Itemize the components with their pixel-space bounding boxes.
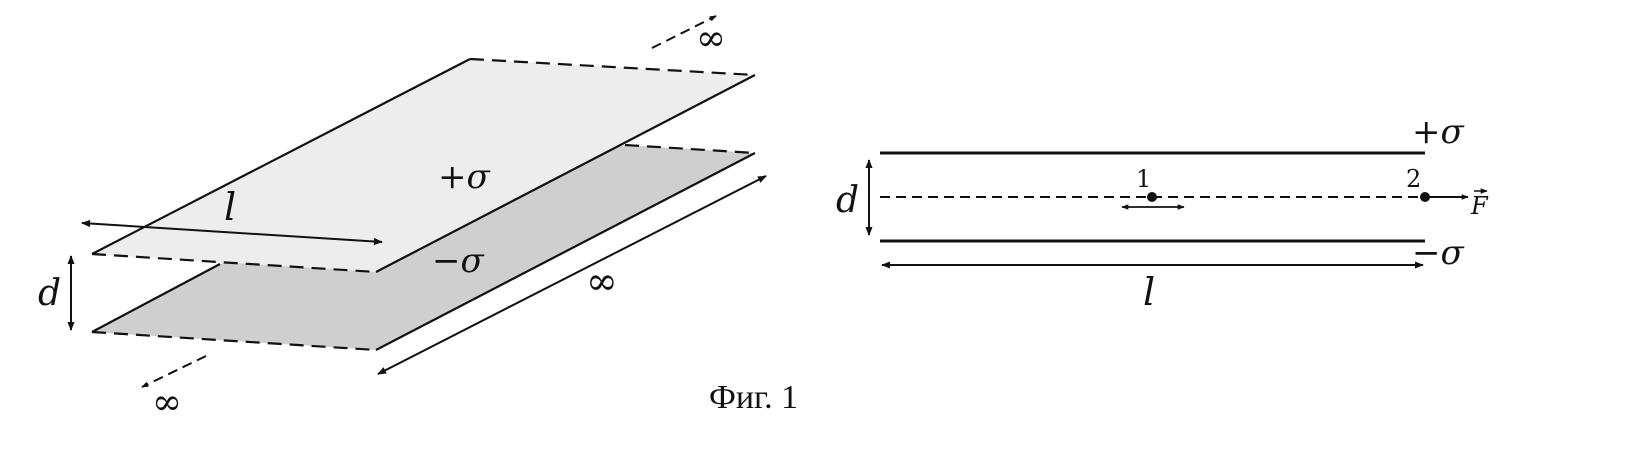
point-2-dot — [1420, 192, 1430, 202]
figure-caption: Фиг. 1 — [709, 379, 798, 416]
minus-sigma-right: −σ — [1412, 233, 1464, 273]
infinity-arrow-top — [651, 15, 717, 49]
top-plate-far-dashed-edge — [469, 57, 756, 77]
point-1-dot — [1147, 192, 1157, 202]
top-plate-near-dashed-edge — [91, 252, 377, 274]
left-perspective-figure: l d +σ −σ ∞ ∞ ∞ — [38, 15, 767, 423]
infinity-arrow-bottom — [141, 355, 207, 388]
plus-sigma-left: +σ — [438, 157, 490, 197]
plus-sigma-right: +σ — [1412, 112, 1464, 152]
gap-label-left: d — [38, 273, 61, 314]
length-arrow-left — [81, 219, 383, 246]
infinity-label-side: ∞ — [586, 259, 618, 303]
bottom-plate-near-dashed-edge — [91, 330, 377, 352]
infinity-label-bottom: ∞ — [152, 382, 182, 423]
point-2-label: 2 — [1406, 165, 1421, 193]
infinity-arrow-side — [377, 175, 767, 375]
length-label-left: l — [224, 185, 236, 229]
top-plate — [92, 59, 755, 272]
length-label-right: l — [1143, 270, 1155, 314]
gap-label-right: d — [836, 180, 859, 221]
minus-sigma-left: −σ — [432, 241, 484, 281]
force-label: F — [1470, 192, 1489, 220]
bottom-plate-left-edge — [91, 263, 221, 333]
right-side-view-figure: +σ −σ d 1 2 F l — [836, 112, 1489, 314]
point-1-label: 1 — [1136, 165, 1151, 193]
infinity-label-top: ∞ — [696, 18, 726, 59]
